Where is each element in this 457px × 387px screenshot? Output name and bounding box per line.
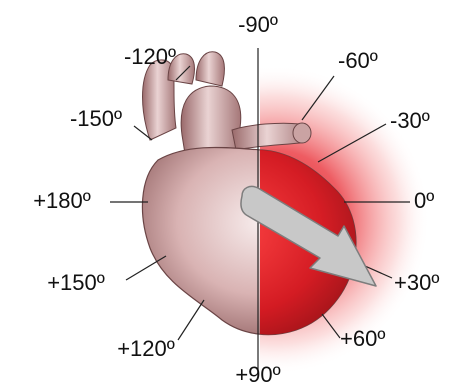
axis-line-plusminus-150: [126, 256, 166, 280]
angle-label-0: 0º: [414, 188, 434, 213]
angle-label-plusminus-60: +60º: [340, 326, 385, 351]
angle-label-plusminus-150: +150º: [47, 270, 105, 295]
angle-label-minus-60: -60º: [338, 48, 378, 73]
angle-label-plusminus-120: +120º: [117, 336, 175, 361]
angle-label-plusminus-90: +90º: [235, 362, 280, 387]
angle-label-plusminus-180: +180º: [33, 188, 91, 213]
angle-label-plusminus-30: +30º: [394, 270, 439, 295]
angle-label-minus-30: -30º: [390, 108, 430, 133]
angle-label-minus-150: -150º: [70, 106, 122, 131]
angle-label-minus-90: -90º: [238, 12, 278, 37]
axis-line-plusminus-120: [178, 300, 204, 340]
angle-label-minus-120: -120º: [124, 44, 176, 69]
